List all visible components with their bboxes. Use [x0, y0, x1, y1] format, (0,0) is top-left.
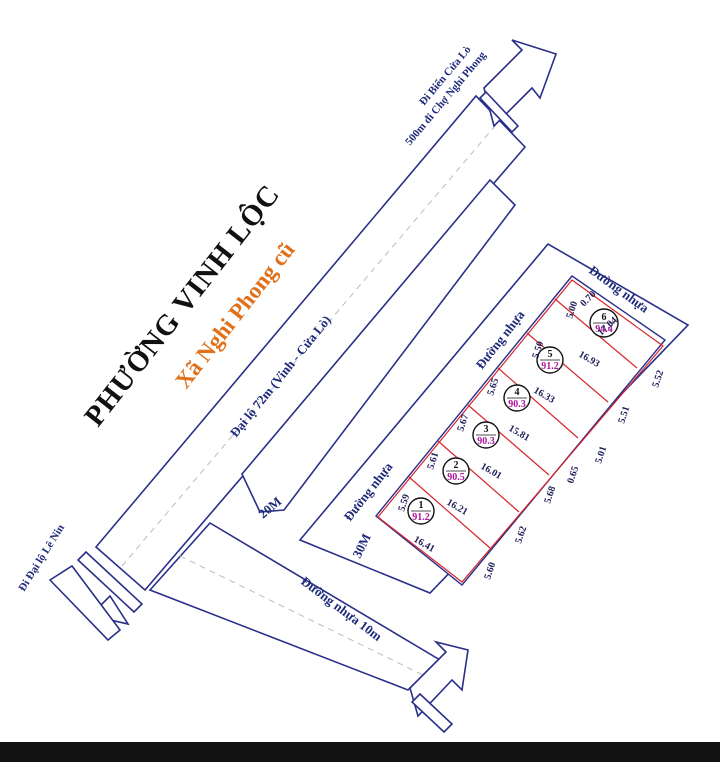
front-dim-1: 5.59 [396, 493, 412, 513]
boulevard-centerline [121, 119, 501, 567]
lot-number: 1 [419, 500, 424, 511]
lot-area: 94.4 [595, 324, 613, 335]
back-dim-1: 5.60 [482, 561, 498, 581]
lot-area: 91.2 [541, 361, 559, 372]
boulevard-median [241, 178, 517, 513]
lot-area: 90.3 [477, 436, 495, 447]
back-dim-3: 5.68 [542, 485, 558, 505]
lot-4[interactable]: 4 90.3 [503, 384, 531, 412]
back-dim-7: 5.52 [650, 369, 666, 389]
lot-number: 3 [484, 424, 489, 435]
lot-number: 2 [454, 460, 459, 471]
back-dim-4: 0.65 [565, 465, 581, 485]
arrow-bottom-right [409, 640, 469, 734]
lot-number: 6 [602, 312, 607, 323]
lot-6[interactable]: 6 94.4 [589, 308, 619, 338]
lot-number: 4 [515, 387, 520, 398]
back-dim-6: 5.51 [616, 405, 632, 425]
lot-area: 91.2 [412, 512, 430, 523]
lot-1[interactable]: 1 91.2 [407, 497, 435, 525]
back-dim-5: 5.01 [593, 445, 609, 465]
lot-number: 5 [548, 349, 553, 360]
arrow-top-right [478, 39, 558, 134]
residential-block [375, 275, 667, 586]
front-dim-3: 5.67 [455, 413, 471, 433]
lot-5[interactable]: 5 91.2 [536, 346, 564, 374]
front-dim-5: 5.50 [530, 340, 546, 360]
lot-area: 90.5 [447, 472, 465, 483]
lot-area: 90.3 [508, 399, 526, 410]
lot-3[interactable]: 3 90.3 [472, 421, 500, 449]
arrow-bottom-left [48, 550, 144, 642]
back-dim-2: 5.62 [513, 525, 529, 545]
lot-2[interactable]: 2 90.5 [442, 457, 470, 485]
front-dim-6: 5.00 [564, 300, 580, 320]
front-dim-4: 5.65 [485, 377, 501, 397]
bottom-bar [0, 742, 720, 762]
front-dim-2: 5.61 [425, 451, 441, 471]
side-road-centerline [179, 555, 426, 677]
